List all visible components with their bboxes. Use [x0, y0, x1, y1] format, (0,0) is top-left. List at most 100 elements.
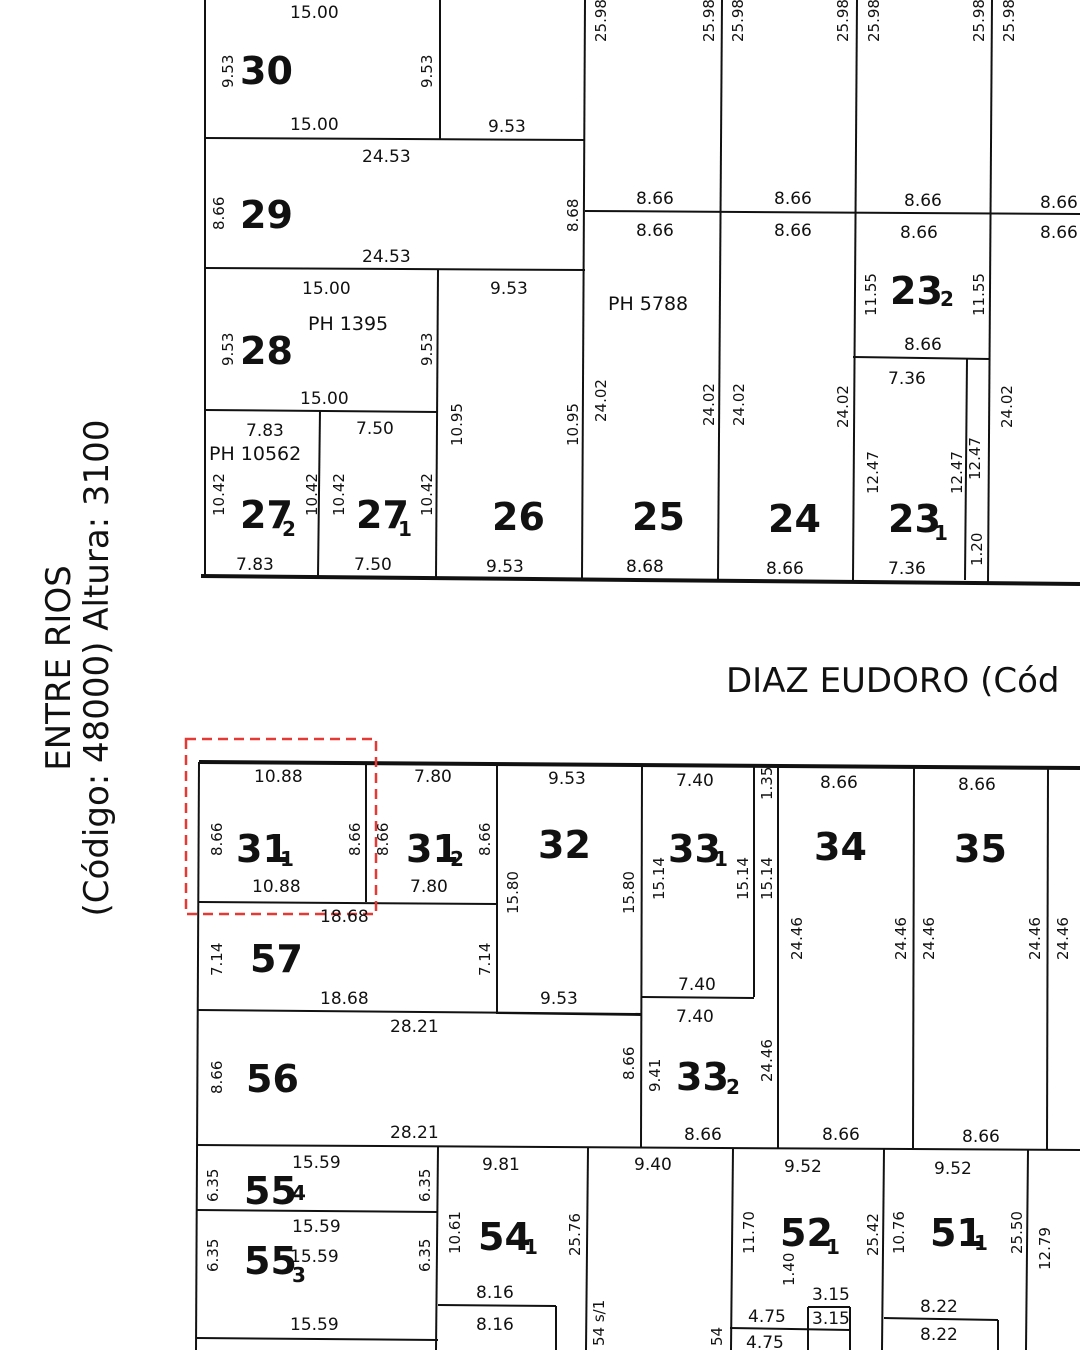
dimension-label: 24.46: [1026, 917, 1044, 960]
lot-57[interactable]: 57: [250, 937, 303, 981]
lot-number: 55: [244, 1239, 297, 1283]
dimension-label: 15.00: [290, 115, 339, 135]
dimension-label: 7.83: [236, 555, 274, 575]
ph-1395: PH 1395: [308, 313, 388, 335]
dimension-label: 10.88: [254, 767, 303, 787]
lot-23-2[interactable]: 232: [890, 269, 954, 313]
lot-29[interactable]: 29: [240, 193, 293, 237]
dimension-label: 7.80: [414, 767, 452, 787]
dimension-label: 6.35: [204, 1169, 222, 1202]
dimension-label: 24.46: [788, 917, 806, 960]
dimension-label: 10.88: [252, 877, 301, 897]
parcel-boundary: [437, 1304, 557, 1307]
dimension-label: 10.95: [448, 403, 466, 446]
dimension-label: 15.14: [650, 857, 668, 900]
lot-subnumber: 2: [940, 287, 954, 311]
dimension-label: 9.40: [634, 1155, 672, 1175]
dimension-label: 24.46: [920, 917, 938, 960]
dimension-label: 8.66: [820, 773, 858, 793]
lot-55-4[interactable]: 554: [244, 1169, 306, 1213]
lot-31-1[interactable]: 311: [236, 827, 294, 871]
dimension-label: 6.35: [204, 1239, 222, 1272]
lot-number: 25: [632, 495, 685, 539]
dimension-label: 7.36: [888, 559, 926, 579]
lot-51-1[interactable]: 511: [930, 1211, 988, 1255]
dimension-label: 6.35: [416, 1169, 434, 1202]
dimension-label: 12.47: [966, 437, 984, 480]
dimension-label: 6.35: [416, 1239, 434, 1272]
lot-55-3[interactable]: 553: [244, 1239, 306, 1287]
dimension-label: 25.98: [700, 0, 718, 42]
parcel-boundary: [964, 358, 968, 581]
lot-number: 28: [240, 329, 293, 373]
lot-30[interactable]: 30: [240, 49, 293, 93]
dimension-label: 24.02: [998, 385, 1016, 428]
lot-28[interactable]: 28: [240, 329, 293, 373]
dimension-label: 15.00: [300, 389, 349, 409]
dimension-label: 8.66: [620, 1047, 638, 1080]
parcel-boundary: [640, 764, 643, 1148]
parcel-boundary: [435, 269, 439, 579]
lot-number: 33: [676, 1055, 729, 1099]
lot-27-1[interactable]: 271: [356, 493, 412, 541]
dimension-label: 10.76: [890, 1211, 908, 1254]
dimension-label: 7.80: [410, 877, 448, 897]
parcel-boundary: [881, 1148, 885, 1350]
lot-56[interactable]: 56: [246, 1057, 299, 1101]
lot-subnumber: 2: [282, 517, 296, 541]
dimension-label: 8.66: [766, 559, 804, 579]
lot-34[interactable]: 34: [814, 825, 867, 869]
dimension-label: 1.40: [780, 1253, 798, 1286]
lot-54-1[interactable]: 541: [478, 1215, 538, 1259]
parcel-boundary: [730, 1147, 734, 1350]
dimension-label: 8.16: [476, 1315, 514, 1335]
street-label-diaz-eudoro: DIAZ EUDORO (Cód: [726, 661, 1059, 701]
dimension-label: 8.66: [208, 823, 226, 856]
dimension-label: 24.46: [758, 1039, 776, 1082]
parcel-boundary: [196, 1337, 439, 1341]
dimension-label: 10.42: [418, 473, 436, 516]
lot-subnumber: 1: [934, 521, 948, 545]
dimension-label: 12.47: [948, 451, 966, 494]
lot-26[interactable]: 26: [492, 495, 545, 539]
lot-32[interactable]: 32: [538, 823, 591, 867]
lot-33-2[interactable]: 332: [676, 1055, 740, 1099]
dimension-label: 11.70: [740, 1211, 758, 1254]
lot-subnumber: 1: [826, 1235, 840, 1259]
lot-25[interactable]: 25: [632, 495, 685, 539]
parcel-boundary: [204, 409, 439, 413]
lot-labels: 30 29 28 272 271 26 25 24 232 231 311 31…: [236, 49, 1007, 1287]
dimension-label: 10.95: [564, 403, 582, 446]
lot-23-1[interactable]: 231: [888, 497, 948, 545]
dimension-label: 7.83: [246, 421, 284, 441]
lot-31-2[interactable]: 312: [406, 827, 464, 871]
dimension-label: 8.66: [904, 191, 942, 211]
dimension-label: 12.47: [864, 451, 882, 494]
dimension-label: 9.53: [486, 557, 524, 577]
parcel-boundary: [717, 0, 723, 581]
selected-lot-highlight[interactable]: [184, 737, 378, 916]
parcel-boundary: [852, 0, 858, 581]
horizontal-dimensions: 15.00 15.00 9.53 24.53 8.66 8.66 8.66 8.…: [236, 3, 1078, 1350]
dimension-label: 8.66: [636, 221, 674, 241]
lot-27-2[interactable]: 272: [240, 493, 296, 541]
dimension-label: 24.02: [834, 385, 852, 428]
dimension-label: 8.66: [962, 1127, 1000, 1147]
lot-35[interactable]: 35: [954, 827, 1007, 871]
dimension-label: 15.14: [734, 857, 752, 900]
dimension-label: 9.53: [219, 333, 237, 366]
lot-33-1[interactable]: 331: [668, 827, 728, 871]
lot-subnumber: 1: [280, 847, 294, 871]
lot-number: 26: [492, 495, 545, 539]
dimension-label: 8.66: [1040, 223, 1078, 243]
dimension-label: 28.21: [390, 1123, 439, 1143]
lot-52-1[interactable]: 521: [780, 1211, 840, 1259]
parcel-boundary: [729, 1327, 851, 1331]
dimension-label: 25.98: [729, 0, 747, 42]
parcel-boundary: [581, 0, 586, 579]
lot-24[interactable]: 24: [768, 497, 821, 541]
lot-number: 31: [236, 827, 289, 871]
dimension-label: 8.66: [1040, 193, 1078, 213]
ph-labels: PH 1395 PH 5788 PH 10562: [209, 293, 688, 465]
